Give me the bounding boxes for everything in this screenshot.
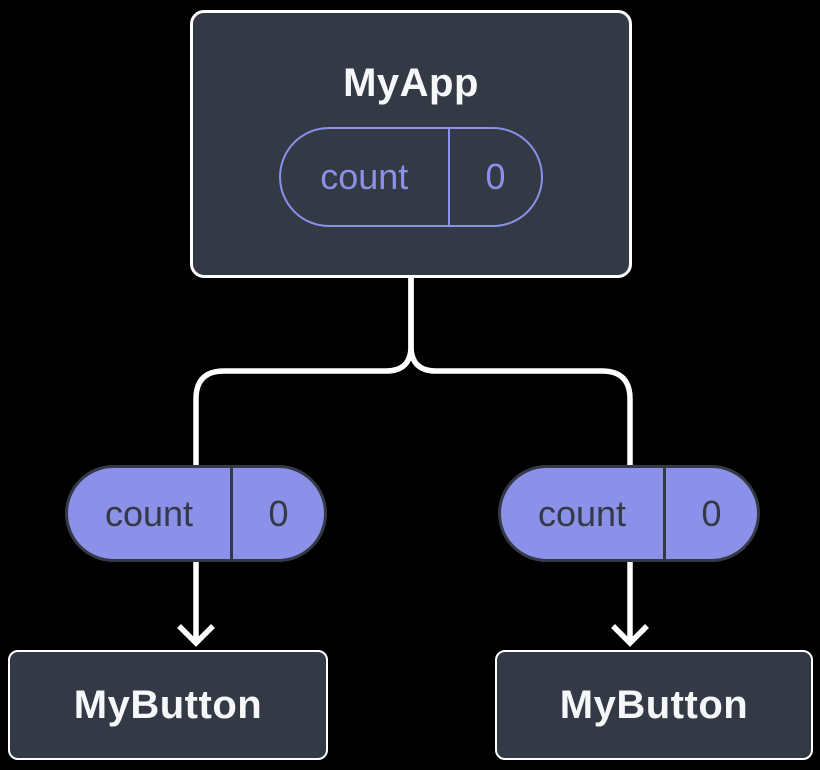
prop-pill-right-value: 0 [701, 492, 722, 534]
prop-pill-right-label: count [537, 492, 627, 534]
tree-connector-left [193, 278, 414, 640]
arrowhead-left-icon [177, 624, 215, 647]
state-pill-label: count [320, 156, 409, 197]
pill-divider [663, 468, 666, 559]
mybutton-right-title: MyButton [559, 682, 749, 727]
prop-pill-left-label: count [104, 492, 194, 534]
tree-connector-right [408, 278, 633, 640]
state-pill-value: 0 [485, 156, 506, 197]
state-pill: count 0 [279, 127, 543, 227]
mybutton-node-right: MyButton [495, 650, 813, 760]
pill-divider [230, 468, 233, 559]
mybutton-node-left: MyButton [8, 650, 328, 760]
arrowhead-right-icon [611, 624, 649, 647]
myapp-node: MyApp count 0 [190, 10, 632, 278]
myapp-title: MyApp [343, 61, 479, 105]
prop-pill-right: count 0 [498, 465, 760, 562]
mybutton-left-title: MyButton [73, 682, 263, 727]
prop-pill-left: count 0 [65, 465, 327, 562]
prop-pill-left-value: 0 [268, 492, 289, 534]
pill-divider [447, 129, 450, 225]
